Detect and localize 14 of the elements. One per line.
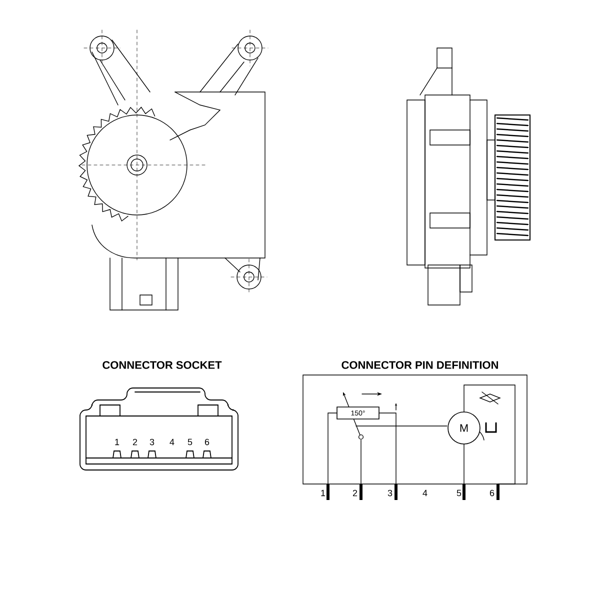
pin-number: 3 bbox=[150, 438, 154, 446]
pin-number: 4 bbox=[422, 490, 428, 496]
pin-number: 3 bbox=[388, 490, 392, 496]
section-heading: CONNECTOR SOCKET bbox=[102, 361, 222, 369]
pin-number: 4 bbox=[170, 438, 174, 446]
pin-number: 1 bbox=[321, 490, 326, 496]
pin-number: 2 bbox=[132, 438, 138, 446]
pin-number: 6 bbox=[204, 438, 210, 446]
pin-number: 6 bbox=[490, 490, 494, 496]
pin-number: 1 bbox=[115, 438, 120, 446]
pin-number: 5 bbox=[456, 490, 462, 496]
pin-number: 2 bbox=[352, 490, 358, 496]
pin-number: 5 bbox=[188, 438, 192, 446]
section-heading: CONNECTOR PIN DEFINITION bbox=[342, 361, 498, 369]
